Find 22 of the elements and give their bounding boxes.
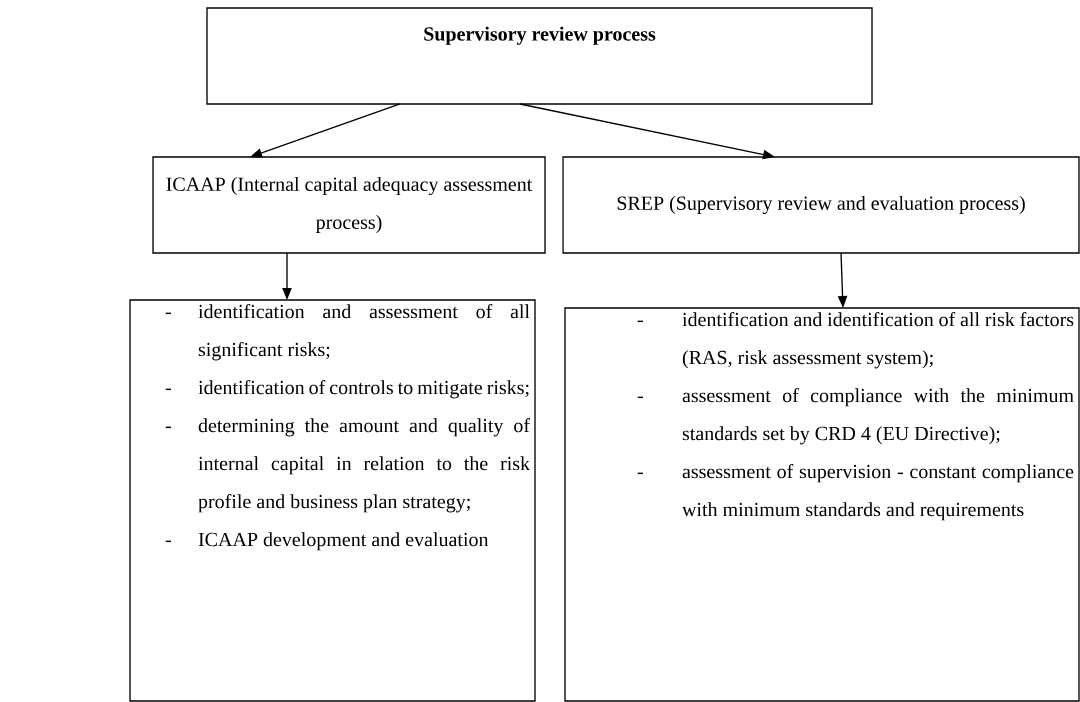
list-item: ICAAP development and evaluation xyxy=(198,532,489,551)
list-item: identification and assessment of all significant risks; xyxy=(198,304,530,361)
list-dash: - xyxy=(165,426,171,429)
list-item: assessment of supervision - constant compliance with minimum standards and requirements xyxy=(682,464,1074,521)
process-box xyxy=(206,7,873,105)
list-dash: - xyxy=(165,540,171,543)
list-dash: - xyxy=(165,312,171,315)
list-dash: - xyxy=(637,472,643,475)
list-dash: - xyxy=(637,320,643,323)
list-dash: - xyxy=(637,396,643,399)
list-dash: - xyxy=(165,388,171,391)
list-item: identification of controls to mitigate risks; xyxy=(198,380,529,399)
list-item: assessment of compliance with the minimum standards set by CRD 4 (EU Directive); xyxy=(682,388,1074,445)
list-box xyxy=(129,299,536,702)
process-box xyxy=(152,156,546,254)
list-box xyxy=(564,307,1080,702)
box-label: Supervisory review process xyxy=(424,26,656,45)
process-box xyxy=(562,156,1080,254)
box-label: SREP (Supervisory review and evaluation process) xyxy=(617,195,1025,215)
list-item: determining the amount and quality of internal capital in relation to the risk profile and business plan strategy; xyxy=(198,418,531,513)
box-label: ICAAP (Internal capital adequacy assessment process) xyxy=(166,176,533,234)
list-item: identification and identification of all risk factors (RAS, risk assessment system); xyxy=(682,312,1074,369)
